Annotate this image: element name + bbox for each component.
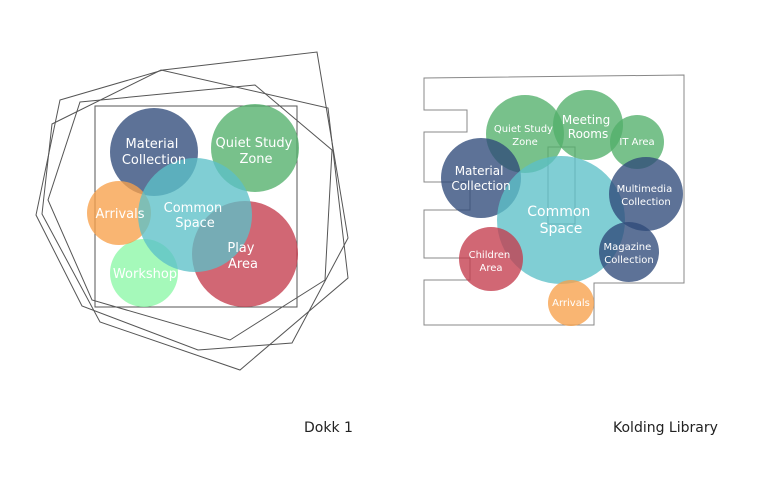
kolding-common-space-label: Common Space (527, 204, 595, 237)
dokk1-caption: Dokk 1 (304, 420, 353, 436)
kolding-magazine-collection-bubble (599, 222, 659, 282)
dokk1-play-area-label: Play Area (227, 241, 258, 272)
dokk1-labels: Material Collection Quiet Study Zone Arr… (95, 136, 297, 282)
kolding-quiet-study-zone-label: Quiet Study Zone (494, 124, 556, 148)
dokk1-workshop-label: Workshop (113, 267, 177, 282)
kolding-arrivals-label: Arrivals (552, 298, 590, 309)
kolding-arrivals-bubble (548, 280, 594, 326)
dokk1-common-space-label: Common Space (164, 201, 227, 231)
kolding-labels: Quiet Study Zone Meeting Rooms IT Area M… (451, 113, 676, 310)
kolding-meeting-rooms-label: Meeting Rooms (562, 113, 614, 141)
dokk1-quiet-study-zone-label: Quiet Study Zone (216, 136, 297, 167)
kolding-multimedia-collection-bubble (609, 157, 683, 231)
kolding-multimedia-collection-label: Multimedia Collection (617, 184, 676, 208)
dokk1-outline-1 (35, 51, 349, 351)
dokk1-arrivals-label: Arrivals (95, 207, 144, 222)
kolding-it-area-label: IT Area (619, 137, 654, 148)
dokk1-outline-2 (41, 69, 349, 371)
kolding-diagram: Quiet Study Zone Meeting Rooms IT Area M… (423, 74, 685, 326)
dokk1-outline-3 (47, 84, 333, 341)
kolding-magazine-collection-label: Magazine Collection (604, 242, 655, 266)
kolding-children-area-label: Children Area (469, 250, 514, 274)
kolding-material-collection-label: Material Collection (451, 164, 510, 193)
kolding-it-area-bubble (610, 115, 664, 169)
kolding-children-area-bubble (459, 227, 523, 291)
kolding-common-space-bubble (497, 156, 625, 284)
kolding-bubbles (441, 90, 683, 326)
dokk1-bubbles (87, 104, 299, 307)
dokk1-material-collection-label: Material Collection (122, 137, 186, 168)
dokk1-common-space-bubble (138, 158, 252, 272)
dokk1-quiet-study-zone-bubble (211, 104, 299, 192)
dokk1-diagram: Material Collection Quiet Study Zone Arr… (35, 51, 349, 371)
kolding-meeting-rooms-bubble (553, 90, 623, 160)
kolding-floorplan-outline (423, 74, 685, 326)
kolding-caption: Kolding Library (613, 420, 718, 436)
dokk1-arrivals-bubble (87, 181, 151, 245)
